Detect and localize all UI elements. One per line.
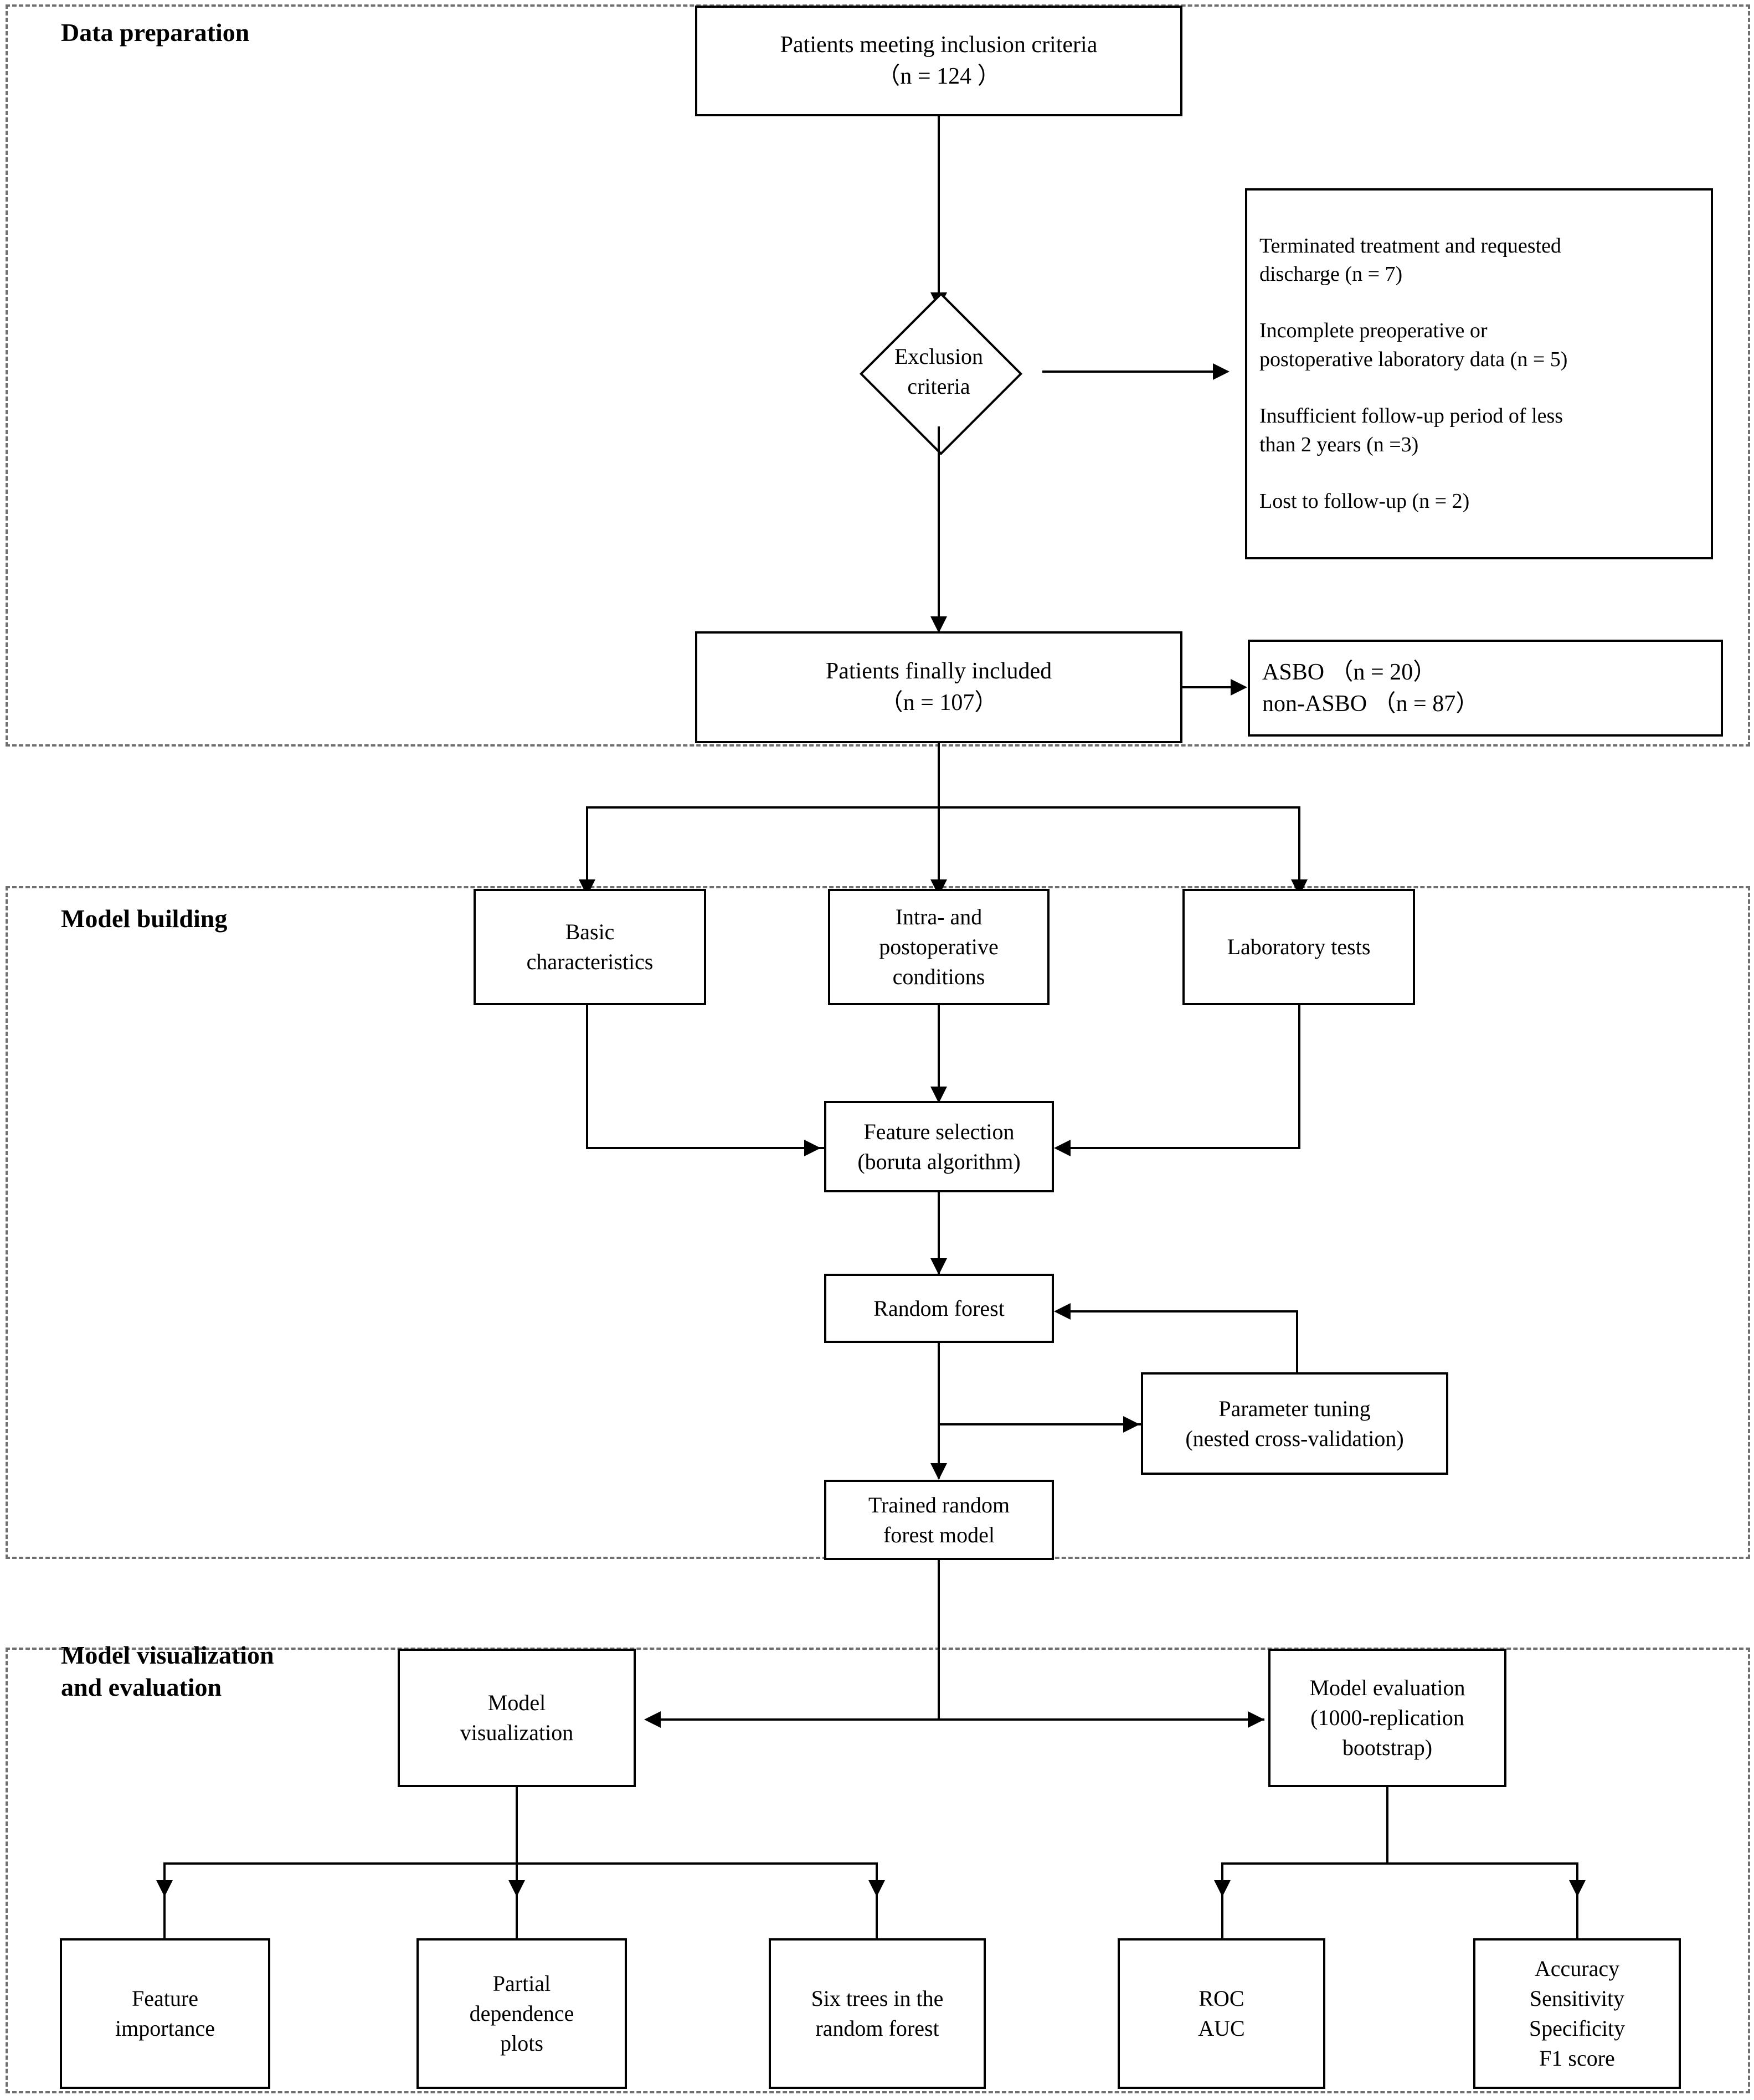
edge-trio-distribution-bar: [586, 806, 1300, 809]
node-intra-postoperative-conditions[interactable]: Intra- and postoperative conditions: [828, 889, 1050, 1005]
section-title-model-building: Model building: [61, 904, 228, 933]
edge-visualization-trunk: [516, 1787, 518, 1865]
edge-visualization-evaluation-bar: [661, 1718, 1264, 1721]
arrowhead-right-to-groups: [1231, 679, 1247, 696]
arrowhead-right-model-evaluation: [1248, 1711, 1264, 1728]
edge-visualization-distribution-bar: [163, 1862, 878, 1865]
node-feature-importance[interactable]: Feature importance: [60, 1938, 270, 2089]
edge-intra-to-feature: [938, 1005, 940, 1102]
node-six-trees-random-forest[interactable]: Six trees in the random forest: [769, 1938, 986, 2089]
edge-exclusion-to-reasons: [1042, 370, 1214, 373]
node-model-visualization[interactable]: Model visualization: [398, 1649, 636, 1787]
node-asbo-groups[interactable]: ASBO （n = 20） non-ASBO （n = 87）: [1248, 640, 1723, 737]
arrowhead-right-to-reasons: [1213, 363, 1230, 380]
node-inclusion-criteria[interactable]: Patients meeting inclusion criteria （n =…: [695, 6, 1182, 116]
arrowhead-down-to-final: [930, 616, 947, 633]
edge-tuning-feedback-vertical: [1296, 1310, 1298, 1374]
edge-to-laboratory-tests: [1298, 806, 1300, 895]
edge-final-to-groups: [1182, 686, 1232, 688]
edge-trained-to-split: [938, 1560, 940, 1721]
node-laboratory-tests[interactable]: Laboratory tests: [1182, 889, 1415, 1005]
arrowhead-left-random-forest-feedback: [1054, 1303, 1071, 1320]
edge-to-six-trees: [876, 1862, 878, 1951]
edge-to-basic-characteristics: [586, 806, 588, 895]
edge-evaluation-distribution-bar: [1221, 1862, 1578, 1865]
node-basic-characteristics[interactable]: Basic characteristics: [474, 889, 706, 1005]
section-title-model-visualization-and-evaluation: Model visualization and evaluation: [61, 1641, 274, 1701]
node-roc-auc[interactable]: ROC AUC: [1118, 1938, 1325, 2089]
arrowhead-down-trained-model: [930, 1463, 947, 1480]
exclusion-criteria-label: Exclusion criteria: [894, 344, 983, 399]
arrowhead-left-model-visualization: [644, 1711, 661, 1728]
edge-to-metrics: [1576, 1862, 1578, 1951]
arrowhead-down-six-trees: [868, 1880, 885, 1897]
edge-inclusion-to-exclusion: [938, 116, 940, 307]
edge-exclusion-to-final: [938, 426, 940, 631]
arrowhead-down-feature-importance: [156, 1880, 173, 1897]
arrowhead-down-random-forest: [930, 1258, 947, 1275]
arrowhead-right-feature-from-basic: [804, 1140, 821, 1156]
edge-to-feature-importance: [163, 1862, 166, 1951]
edge-lab-to-feature-vertical: [1298, 1005, 1300, 1149]
edge-feature-to-random-forest: [938, 1192, 940, 1274]
section-model-visualization-and-evaluation: [6, 1648, 1750, 2093]
node-feature-selection[interactable]: Feature selection (boruta algorithm): [824, 1101, 1054, 1192]
arrowhead-left-feature-from-lab: [1054, 1140, 1071, 1156]
edge-random-forest-to-trained: [938, 1343, 940, 1479]
node-parameter-tuning[interactable]: Parameter tuning (nested cross-validatio…: [1141, 1372, 1448, 1475]
node-performance-metrics[interactable]: Accuracy Sensitivity Specificity F1 scor…: [1473, 1938, 1681, 2089]
edge-basic-to-feature-horizontal: [586, 1147, 824, 1149]
arrowhead-down-feature-from-intra: [930, 1087, 947, 1103]
node-patients-finally-included[interactable]: Patients finally included （n = 107）: [695, 631, 1182, 743]
node-random-forest[interactable]: Random forest: [824, 1274, 1054, 1343]
arrowhead-down-partial-dependence: [508, 1880, 525, 1897]
edge-to-roc-auc: [1221, 1862, 1223, 1951]
node-trained-random-forest-model[interactable]: Trained random forest model: [824, 1480, 1054, 1560]
section-title-data-preparation: Data preparation: [61, 18, 250, 47]
node-exclusion-criteria-diamond[interactable]: Exclusion criteria: [836, 292, 1041, 456]
edge-to-intra-postoperative: [938, 806, 940, 895]
edge-random-forest-to-tuning: [938, 1423, 1143, 1425]
edge-evaluation-trunk: [1386, 1787, 1388, 1865]
arrowhead-right-parameter-tuning: [1123, 1416, 1140, 1433]
node-partial-dependence-plots[interactable]: Partial dependence plots: [416, 1938, 627, 2089]
edge-lab-to-feature-horizontal: [1070, 1147, 1300, 1149]
arrowhead-down-roc-auc: [1214, 1880, 1231, 1897]
edge-to-partial-dependence: [516, 1862, 518, 1951]
node-model-evaluation[interactable]: Model evaluation (1000-replication boots…: [1268, 1649, 1506, 1787]
arrowhead-down-metrics: [1569, 1880, 1586, 1897]
node-exclusion-reasons[interactable]: Terminated treatment and requested disch…: [1245, 188, 1713, 559]
edge-basic-to-feature-vertical: [586, 1005, 588, 1149]
edge-tuning-feedback-horizontal: [1070, 1310, 1298, 1312]
